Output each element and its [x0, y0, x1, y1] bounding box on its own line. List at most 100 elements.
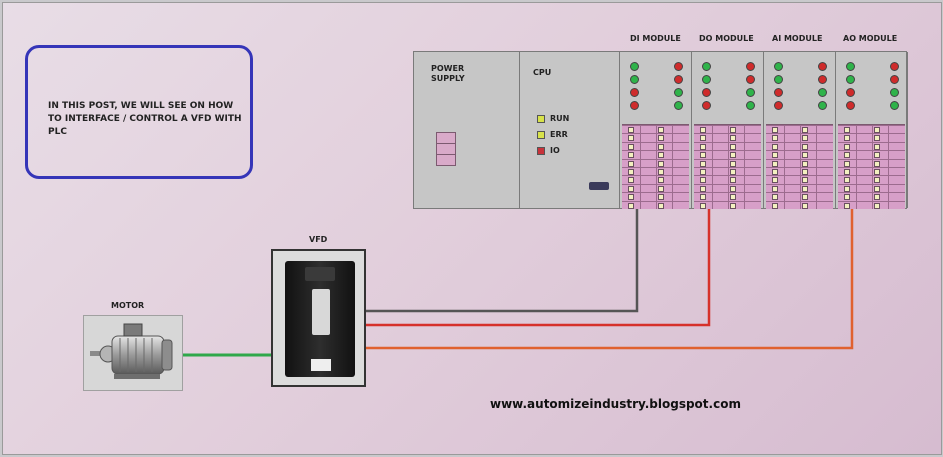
- terminal-screw-icon: [658, 169, 664, 175]
- terminal-screw-icon: [772, 185, 778, 192]
- err-led-icon: [537, 130, 545, 139]
- terminal-screw-icon: [628, 127, 634, 133]
- status-led-icon: [746, 75, 755, 84]
- intro-box: IN THIS POST, WE WILL SEE ON HOW TO INTE…: [25, 45, 253, 179]
- terminal-block: [694, 124, 761, 209]
- terminal-screw-icon: [874, 143, 880, 150]
- motor-icon: [90, 323, 173, 379]
- terminal-screw-icon: [772, 194, 778, 201]
- power-supply-module: POWER SUPPLY: [414, 52, 520, 208]
- cpu-led-label: RUN: [550, 114, 570, 123]
- terminal-screw-icon: [628, 169, 634, 175]
- plc-rack: POWER SUPPLY CPU RUN ERR IO: [413, 51, 908, 209]
- vfd-label: VFD: [309, 235, 328, 244]
- cpu-led-run: RUN: [537, 114, 569, 123]
- run-led-icon: [537, 114, 545, 123]
- terminal-screw-icon: [658, 177, 664, 184]
- status-led-icon: [674, 101, 683, 110]
- terminal-screw-icon: [730, 169, 736, 175]
- usb-port-icon: [589, 182, 609, 190]
- cpu-label: CPU: [533, 68, 552, 77]
- io-module-body: [836, 52, 908, 209]
- terminal-screw-icon: [730, 152, 736, 159]
- status-led-icon: [890, 88, 899, 97]
- terminal-screw-icon: [628, 160, 634, 167]
- status-led-icon: [846, 75, 855, 84]
- vfd-drive-icon: [285, 261, 355, 377]
- do-module-title: DO MODULE: [699, 34, 754, 43]
- terminal-screw-icon: [730, 177, 736, 184]
- terminal-screw-icon: [874, 185, 880, 192]
- terminal-screw-icon: [700, 160, 706, 167]
- terminal-screw-icon: [874, 160, 880, 167]
- terminal-screw-icon: [658, 152, 664, 159]
- terminal-screw-icon: [802, 143, 808, 150]
- status-led-icon: [890, 75, 899, 84]
- terminal-screw-icon: [802, 152, 808, 159]
- wire-di-to-vfd: [361, 208, 639, 313]
- status-led-icon: [702, 101, 711, 110]
- terminal-screw-icon: [628, 152, 634, 159]
- power-switch: [436, 132, 456, 166]
- status-led-icon: [674, 88, 683, 97]
- status-led-icon: [890, 101, 899, 110]
- terminal-block: [622, 124, 689, 209]
- power-supply-label: POWER SUPPLY: [431, 64, 465, 83]
- status-led-icon: [818, 88, 827, 97]
- cpu-led-err: ERR: [537, 130, 568, 139]
- status-led-icon: [846, 62, 855, 71]
- terminal-screw-icon: [802, 127, 808, 133]
- terminal-screw-icon: [658, 127, 664, 133]
- terminal-screw-icon: [658, 185, 664, 192]
- status-led-icon: [674, 75, 683, 84]
- terminal-screw-icon: [628, 194, 634, 201]
- terminal-screw-icon: [844, 177, 850, 184]
- terminal-screw-icon: [700, 194, 706, 201]
- terminal-screw-icon: [658, 194, 664, 201]
- terminal-screw-icon: [772, 177, 778, 184]
- terminal-screw-icon: [700, 185, 706, 192]
- wire-do-to-vfd: [361, 208, 711, 327]
- cpu-led-label: ERR: [550, 130, 568, 139]
- terminal-screw-icon: [802, 135, 808, 142]
- terminal-screw-icon: [772, 135, 778, 142]
- terminal-screw-icon: [658, 143, 664, 150]
- terminal-screw-icon: [730, 135, 736, 142]
- status-led-icon: [774, 75, 783, 84]
- terminal-screw-icon: [658, 160, 664, 167]
- terminal-screw-icon: [874, 135, 880, 142]
- status-led-icon: [674, 62, 683, 71]
- status-led-icon: [846, 101, 855, 110]
- terminal-screw-icon: [844, 152, 850, 159]
- status-led-icon: [846, 88, 855, 97]
- status-led-icon: [702, 62, 711, 71]
- terminal-screw-icon: [700, 169, 706, 175]
- terminal-screw-icon: [874, 152, 880, 159]
- status-led-icon: [774, 88, 783, 97]
- terminal-screw-icon: [772, 143, 778, 150]
- terminal-screw-icon: [874, 177, 880, 184]
- terminal-screw-icon: [772, 202, 778, 209]
- status-led-icon: [890, 62, 899, 71]
- terminal-screw-icon: [802, 177, 808, 184]
- terminal-screw-icon: [700, 143, 706, 150]
- vfd-device: [271, 249, 366, 387]
- status-led-icon: [630, 88, 639, 97]
- terminal-screw-icon: [700, 135, 706, 142]
- cpu-led-label: IO: [550, 146, 560, 155]
- terminal-screw-icon: [874, 169, 880, 175]
- status-led-icon: [702, 88, 711, 97]
- status-led-icon: [774, 62, 783, 71]
- status-led-icon: [630, 101, 639, 110]
- intro-text: IN THIS POST, WE WILL SEE ON HOW TO INTE…: [48, 101, 242, 137]
- website-url[interactable]: www.automizeindustry.blogspot.com: [490, 397, 741, 411]
- terminal-screw-icon: [730, 127, 736, 133]
- status-led-icon: [746, 62, 755, 71]
- io-module-body: [620, 52, 692, 209]
- io-module-body: [692, 52, 764, 209]
- terminal-screw-icon: [700, 127, 706, 133]
- status-led-icon: [818, 101, 827, 110]
- terminal-screw-icon: [802, 185, 808, 192]
- status-led-icon: [818, 75, 827, 84]
